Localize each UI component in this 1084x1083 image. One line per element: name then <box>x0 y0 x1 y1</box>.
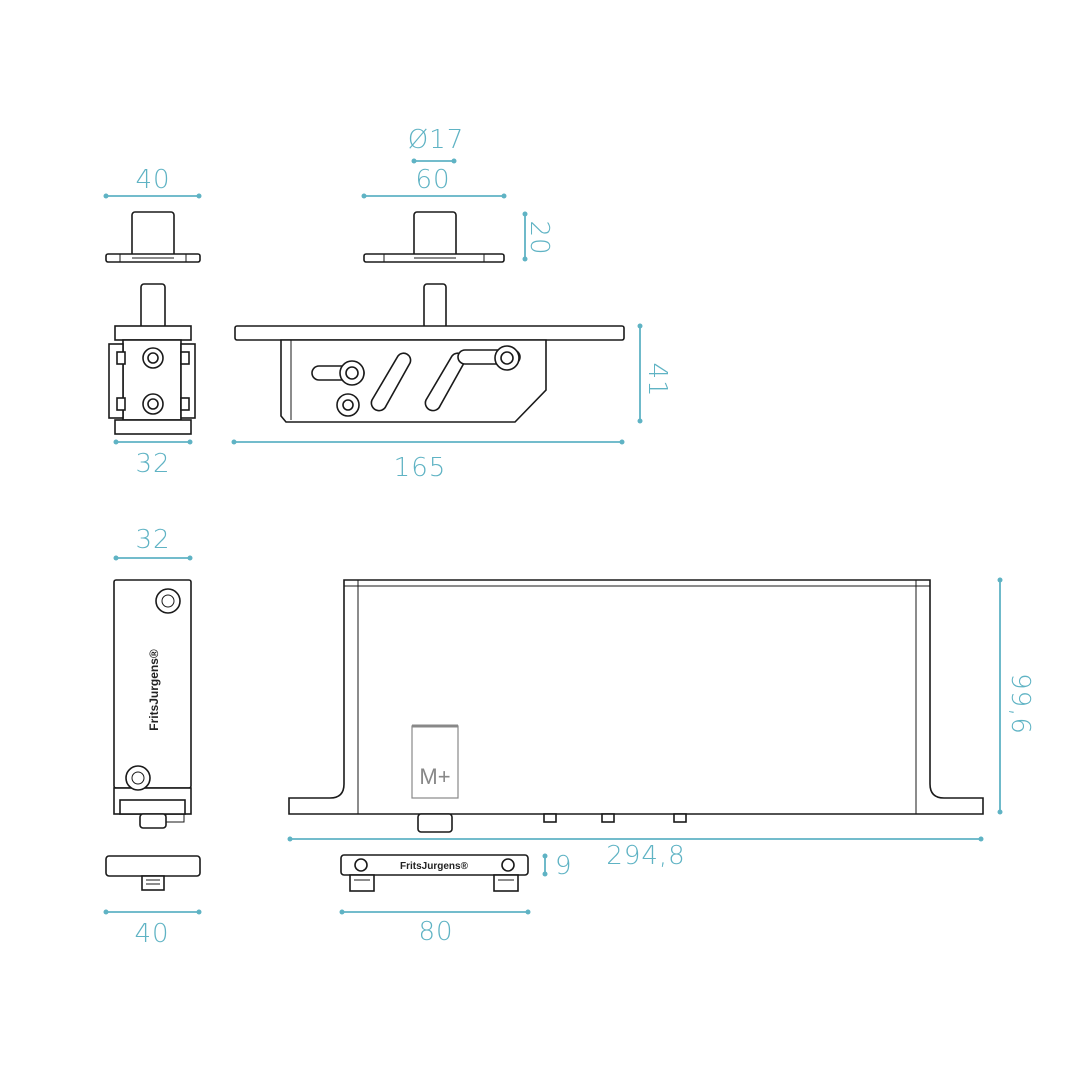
dimension-lock-side-width: 32 <box>113 439 193 479</box>
dimension-body-front-width: 32 <box>113 525 193 561</box>
dimension-body-length: 294,8 <box>287 836 984 871</box>
dimension-body-height: 99,6 <box>997 577 1035 815</box>
label-strike-diameter: Ø17 <box>408 125 465 155</box>
label-base-length: 80 <box>418 917 453 947</box>
logo-mark-text: M+ <box>419 764 450 789</box>
strike-plate-side-view <box>363 211 505 263</box>
dimension-base-height: 9 <box>542 851 573 881</box>
label-strike-height: 20 <box>524 220 554 255</box>
label-lock-height: 41 <box>642 362 672 397</box>
dimension-strike-diameter: Ø17 <box>408 125 465 164</box>
dimension-base-length: 80 <box>339 909 531 947</box>
label-strike-side-width: 60 <box>415 165 450 195</box>
label-base-front-width: 40 <box>134 919 169 949</box>
label-base-height: 9 <box>555 851 573 881</box>
base-plate-side-view: FritsJurgens® <box>340 854 529 892</box>
dimension-strike-front-width: 40 <box>103 165 202 199</box>
brand-logo-base: FritsJurgens® <box>400 861 469 872</box>
lock-end-view <box>108 283 196 435</box>
m-plus-logo: M+ <box>411 724 459 799</box>
body-end-view: FritsJurgens® <box>113 579 192 829</box>
label-lock-side-width: 32 <box>135 449 170 479</box>
strike-plate-front-view <box>105 211 201 263</box>
dimension-strike-side-width: 60 <box>361 165 507 199</box>
label-body-length: 294,8 <box>606 841 685 871</box>
label-body-height: 99,6 <box>1005 673 1035 735</box>
brand-logo-vertical: FritsJurgens® <box>147 649 161 731</box>
base-plate-end-view <box>105 855 201 891</box>
label-body-front-width: 32 <box>135 525 170 555</box>
dimension-base-front-width: 40 <box>103 909 202 949</box>
dimension-lock-length: 165 <box>231 439 625 483</box>
label-lock-length: 165 <box>394 453 447 483</box>
label-strike-front-width: 40 <box>135 165 170 195</box>
dimension-strike-height: 20 <box>522 211 554 262</box>
lock-side-view <box>234 283 625 423</box>
body-side-view: M+ <box>288 579 984 833</box>
dimension-lock-height: 41 <box>637 323 672 424</box>
